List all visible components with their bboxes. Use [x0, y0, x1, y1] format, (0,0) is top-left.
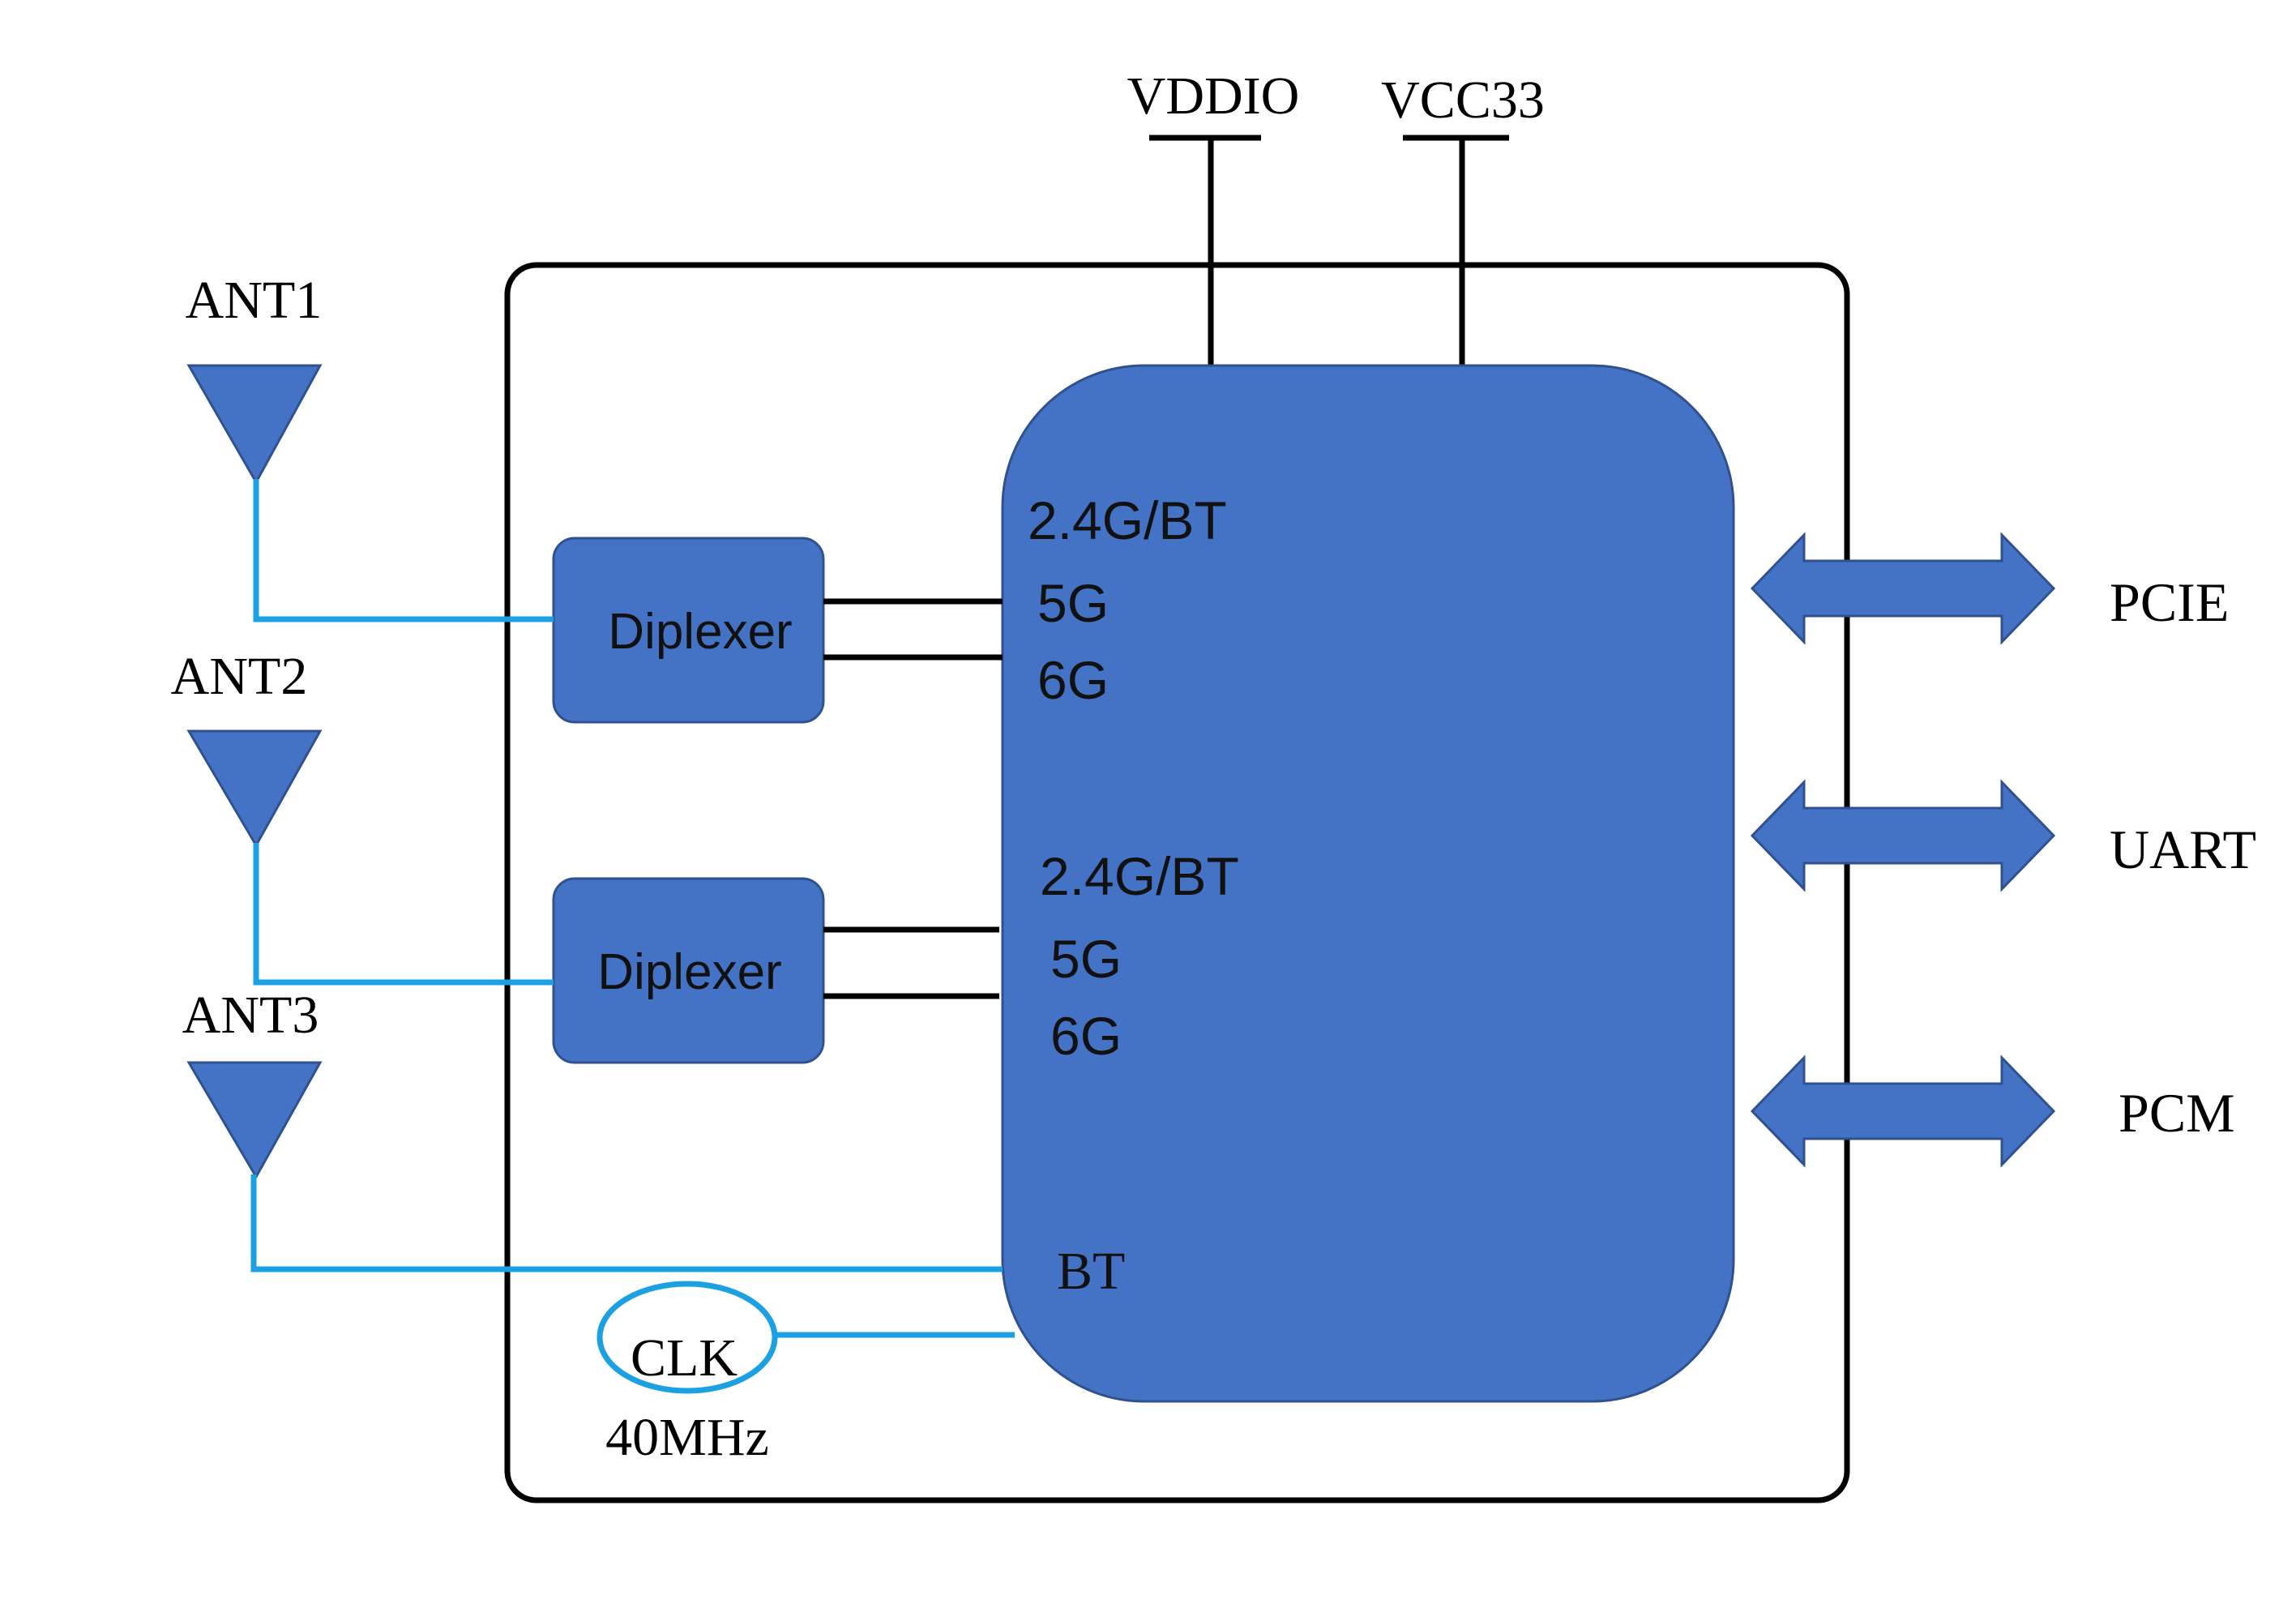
clock: CLK 40MHz [596, 1281, 778, 1467]
antenna-icon [186, 364, 323, 485]
clock-oscillator [596, 1281, 778, 1394]
antenna-label: ANT1 [186, 271, 323, 330]
rf-line-ant1 [253, 479, 554, 622]
antenna-icon [186, 729, 323, 849]
power-vddio: VDDIO [1127, 66, 1300, 366]
antenna-1: ANT1 [186, 271, 323, 485]
main-chip [1001, 364, 1735, 1403]
vcc33-label: VCC33 [1381, 71, 1545, 130]
antenna-2: ANT2 [171, 647, 323, 849]
interface-label: PCM [2119, 1082, 2235, 1144]
chip-port-label: 6G [1037, 650, 1109, 710]
clock-label: CLK [631, 1328, 738, 1388]
chip-port-label: 6G [1050, 1006, 1122, 1066]
rf-line-ant2 [253, 843, 554, 986]
rf-lines [250, 479, 1015, 1338]
module-outline [504, 262, 1850, 1503]
chip-port-label: 2.4G/BT [1028, 490, 1227, 550]
diplexer-label: Diplexer [608, 604, 792, 660]
antenna-icon [186, 1061, 323, 1180]
double-arrow-icon [1750, 779, 2056, 892]
diplexer1-chip-lines [823, 598, 1003, 661]
double-arrow-icon [1750, 532, 2056, 645]
chip-port-label: 5G [1050, 929, 1122, 989]
antenna-3: ANT3 [182, 986, 323, 1180]
clock-frequency: 40MHz [605, 1408, 769, 1467]
rf-line-ant3 [250, 1174, 1003, 1272]
power-vcc33: VCC33 [1381, 71, 1545, 371]
interface-pcm: PCM [1750, 1054, 2235, 1168]
double-arrow-icon [1750, 1054, 2056, 1168]
vddio-label: VDDIO [1127, 66, 1300, 126]
diplexer2-chip-lines [823, 926, 999, 999]
chip-port-group-1: 2.4G/BT 5G 6G [1028, 490, 1227, 710]
chip-port-label: 2.4G/BT [1040, 846, 1239, 906]
antenna-label: ANT2 [171, 647, 308, 706]
interface-uart: UART [1750, 779, 2256, 892]
interface-pcie: PCIE [1750, 532, 2229, 645]
chip-bt-label: BT [1057, 1242, 1125, 1301]
chip-port-label: 5G [1037, 573, 1109, 633]
diplexer-1: Diplexer [552, 537, 825, 724]
antenna-label: ANT3 [182, 986, 319, 1045]
diplexer-label: Diplexer [597, 944, 781, 1000]
chip-port-group-2: 2.4G/BT 5G 6G [1040, 846, 1239, 1066]
interface-label: UART [2110, 819, 2256, 880]
interface-label: PCIE [2110, 571, 2229, 633]
diplexer-2: Diplexer [552, 877, 825, 1064]
